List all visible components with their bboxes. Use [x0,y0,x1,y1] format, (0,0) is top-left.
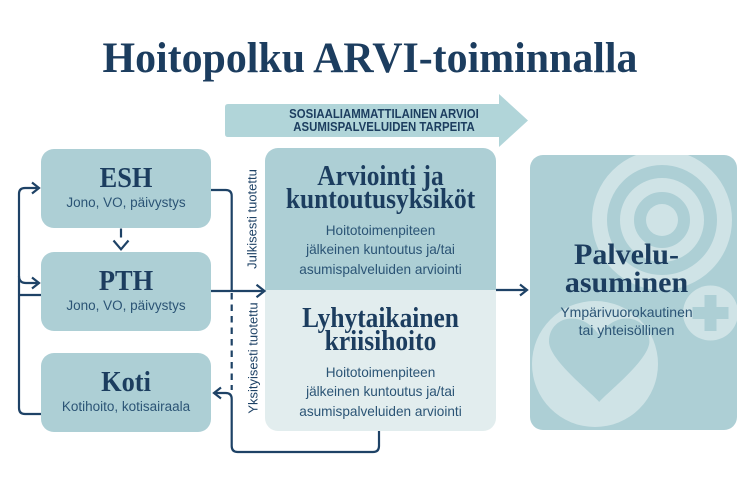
box-palveluasuminen: Palvelu- asuminen Ympärivuorokautinen ta… [530,155,737,430]
box-palveluasuminen-subtitle: Ympärivuorokautinen tai yhteisöllinen [530,304,730,339]
middle-column: Arviointi ja kuntoutusyksiköt Hoitotoime… [265,148,496,431]
box-pth: PTH Jono, VO, päivystys [41,252,211,331]
box-kriisihoito: Lyhytaikainen kriisihoito Hoitotoimenpit… [265,290,496,431]
box-arviointi-title: Arviointi ja kuntoutusyksiköt [276,161,486,215]
box-palveluasuminen-subtitle-line2: tai yhteisöllinen [578,321,675,338]
heart-circle-icon [532,301,658,427]
box-esh-title: ESH [99,162,153,195]
box-koti-title: Koti [101,366,151,399]
target-circles-icon [592,155,732,290]
box-pth-title: PTH [98,265,154,298]
box-arviointi-body-line1: Hoitotoimenpiteen [325,222,436,238]
box-kriisihoito-title-line2: kriisihoito [324,325,437,357]
box-palveluasuminen-title: Palvelu- asuminen [530,238,730,300]
label-yksityisesti-tuotettu: Yksityisesti tuotettu [245,302,260,414]
box-koti: Koti Kotihoito, kotisairaala [41,353,211,432]
banner-label-line2: ASUMISPALVELUIDEN TARPEITA [293,118,475,134]
box-arviointi-body: Hoitotoimenpiteen jälkeinen kuntoutus ja… [265,221,496,280]
box-arviointi-body-line3: asumispalveluiden arviointi [299,261,462,277]
box-esh-subtitle: Jono, VO, päivystys [66,195,186,211]
box-palveluasuminen-title-line1: Palvelu- [574,238,679,272]
box-kriisihoito-body: Hoitotoimenpiteen jälkeinen kuntoutus ja… [265,363,496,422]
right-box-decorations [532,155,737,427]
banner-label: SOSIAALIAMMATTILAINEN ARVIOI ASUMISPALVE… [262,106,506,134]
box-kriisihoito-body-line1: Hoitotoimenpiteen [325,364,436,380]
box-palveluasuminen-subtitle-line1: Ympärivuorokautinen [560,304,693,321]
box-koti-subtitle: Kotihoito, kotisairaala [61,399,191,415]
heart-shape [549,318,650,402]
box-esh: ESH Jono, VO, päivystys [41,149,211,228]
box-kriisihoito-body-line3: asumispalveluiden arviointi [299,403,462,419]
page-title: Hoitopolku ARVI-toiminnalla [102,34,638,82]
label-julkisesti-tuotettu: Julkisesti tuotettu [244,169,260,270]
box-arviointi-title-line1: Arviointi ja [317,161,444,193]
box-kriisihoito-title: Lyhytaikainen kriisihoito [276,303,486,357]
plus-circle-icon [683,285,737,341]
box-pth-subtitle: Jono, VO, päivystys [66,298,186,314]
box-arviointi-body-line2: jälkeinen kuntoutus ja/tai [306,242,455,258]
box-kriisihoito-body-line2: jälkeinen kuntoutus ja/tai [306,384,455,400]
box-kriisihoito-title-line1: Lyhytaikainen [302,303,459,335]
banner-label-line1: SOSIAALIAMMATTILAINEN ARVIOI [289,106,479,121]
box-arviointi: Arviointi ja kuntoutusyksiköt Hoitotoime… [265,148,496,290]
banner-arrow-shape [225,94,528,147]
box-palveluasuminen-title-line2: asuminen [564,266,689,300]
box-arviointi-title-line2: kuntoutusyksiköt [285,183,476,215]
